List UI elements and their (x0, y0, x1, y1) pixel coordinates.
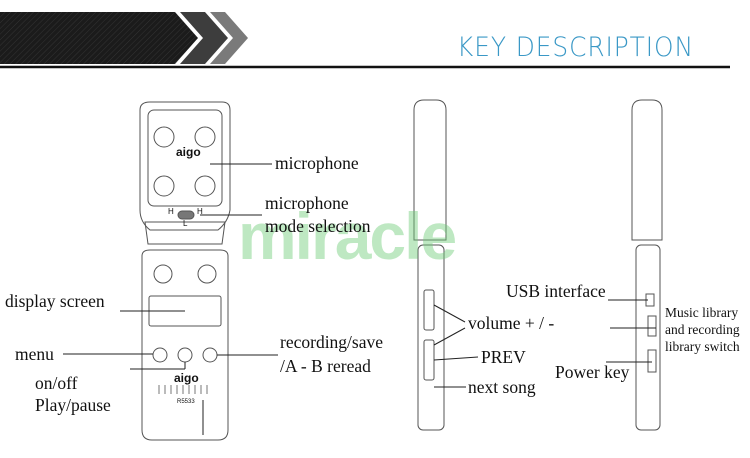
label-microphone: microphone (275, 153, 359, 173)
menu-button (152, 347, 168, 363)
model-label: R5533 (177, 399, 195, 405)
brand-logo: aigo (174, 371, 199, 385)
brand-logo: aigo (176, 145, 201, 159)
label-display-screen: display screen (5, 291, 105, 311)
library-switch (647, 315, 657, 337)
label-library-3: library switch (665, 339, 740, 354)
label-usb: USB interface (506, 281, 606, 301)
front-view (139, 101, 231, 441)
label-prev: PREV (481, 347, 526, 367)
label-mode-selection-2: mode selection (265, 216, 371, 236)
chevron-icon (210, 12, 248, 64)
record-button (202, 347, 218, 363)
label-recording: recording/save (280, 332, 384, 352)
side-view-right (631, 99, 663, 431)
label-library-1: Music library (665, 305, 739, 320)
label-power-key: Power key (555, 362, 630, 382)
label-mode-selection-1: microphone (265, 193, 349, 213)
label-on-off: on/off (35, 373, 78, 393)
mode-switch (177, 210, 195, 220)
label-next-song: next song (468, 377, 536, 397)
volume-key (423, 289, 435, 331)
switch-label: H (168, 207, 174, 216)
page-title: KEY DESCRIPTION (457, 32, 694, 63)
power-key (647, 349, 657, 373)
label-library-2: and recording (665, 322, 740, 337)
prev-next-key (423, 339, 435, 381)
watermark: miracle (238, 199, 457, 273)
play-pause-button (177, 347, 193, 363)
side-view-left (413, 99, 447, 431)
switch-label: H (197, 207, 203, 216)
chevron-icon (180, 12, 228, 64)
label-menu: menu (15, 344, 54, 364)
mic-capsule (153, 126, 175, 148)
label-volume: volume + / - (468, 313, 555, 333)
switch-label: L (183, 219, 188, 228)
header-banner (0, 12, 730, 69)
banner-block (0, 12, 198, 64)
label-play-pause: Play/pause (35, 395, 111, 415)
label-ab-reread: /A - B reread (280, 356, 371, 376)
